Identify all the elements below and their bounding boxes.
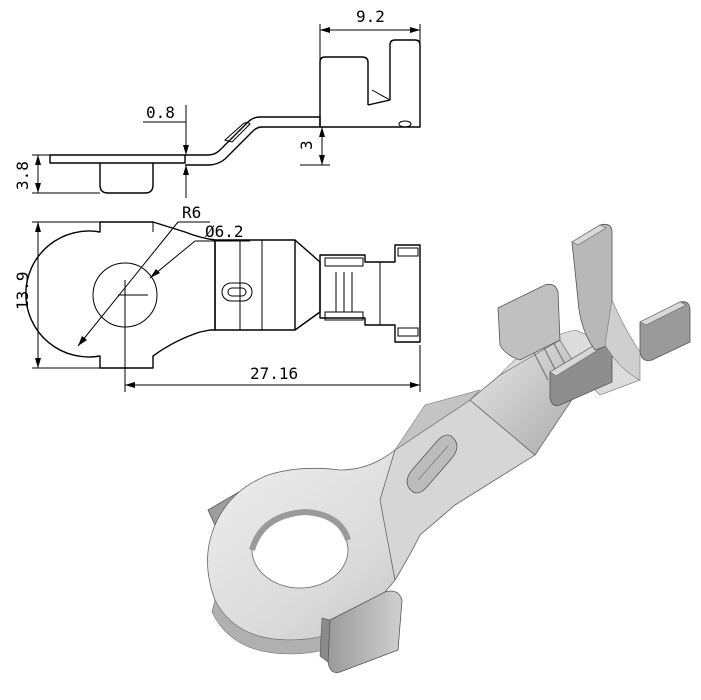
- dim-total-height: 3.8: [13, 161, 32, 190]
- dim-thickness: 0.8: [146, 103, 175, 122]
- dim-hole: Ø6.2: [205, 222, 244, 241]
- dim-length: 27.16: [250, 364, 298, 383]
- top-view: R6 Ø6.2 13.9 27.16: [13, 203, 421, 392]
- isometric-view: [207, 223, 691, 673]
- dim-step-height: 3: [297, 140, 316, 150]
- dim-width: 13.9: [13, 271, 32, 310]
- side-view: 9.2 0.8 3 3.8: [13, 7, 421, 198]
- dim-radius: R6: [182, 203, 201, 222]
- dim-width-top: 9.2: [356, 7, 385, 26]
